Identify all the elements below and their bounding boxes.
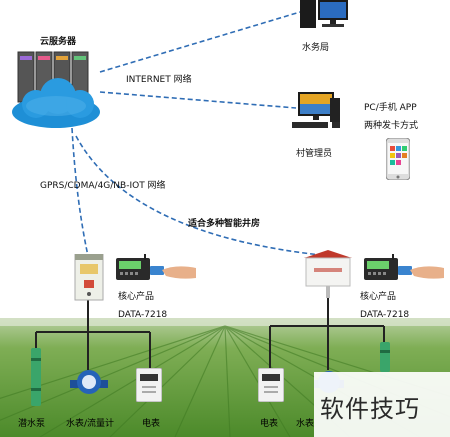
pump-icon <box>377 342 393 372</box>
village-admin-label: 村管理员 <box>296 149 333 159</box>
cloud-server-icon <box>6 46 106 132</box>
meter-right-label: 电表 <box>260 419 279 429</box>
meter-left-label: 电表 <box>142 419 161 429</box>
core-product-left-label: 核心产品 <box>118 292 155 302</box>
water-bureau-label: 水务局 <box>302 43 330 53</box>
watermark-text: 软件技巧 <box>320 395 420 423</box>
model-right-label: DATA-7218 <box>360 310 410 320</box>
watermark: 软件技巧 <box>314 372 450 437</box>
cloud-label: 云服务器 <box>40 37 77 47</box>
gprs-label: GPRS/CDMA/4G/NB-IOT 网络 <box>40 181 166 191</box>
core-product-right-label: 核心产品 <box>360 292 397 302</box>
internet-label: INTERNET 网络 <box>126 75 192 85</box>
desktop-computer-icon <box>290 92 342 132</box>
link-cloud-left-well <box>71 127 89 257</box>
hand-card-icon <box>398 262 446 282</box>
flowmeter-icon <box>70 368 108 398</box>
electric-meter-icon <box>257 367 285 403</box>
hand-card-icon <box>150 262 198 282</box>
water-meter-right-label: 水表 <box>296 419 315 429</box>
wiring-right <box>269 296 385 370</box>
card-reader-icon <box>364 254 406 280</box>
smartphone-icon <box>385 137 411 181</box>
wiring-left <box>35 300 151 370</box>
card-methods-label: 两种发卡方式 <box>364 121 419 131</box>
control-box-icon <box>304 250 352 298</box>
wells-label: 适合多种智能井房 <box>188 219 261 229</box>
pump-label: 潜水泵 <box>18 419 46 429</box>
link-cloud-right-well <box>75 135 331 257</box>
pc-app-label: PC/手机 APP <box>364 103 417 113</box>
pump-icon <box>28 348 44 408</box>
link-cloud-water-bureau <box>99 11 301 73</box>
electric-meter-icon <box>135 367 163 403</box>
control-box-icon <box>74 253 104 302</box>
flowmeter-label: 水表/流量计 <box>66 419 115 429</box>
desktop-computer-icon <box>298 0 350 30</box>
model-left-label: DATA-7218 <box>118 310 168 320</box>
card-reader-icon <box>116 254 158 280</box>
link-cloud-village-admin <box>99 91 297 109</box>
